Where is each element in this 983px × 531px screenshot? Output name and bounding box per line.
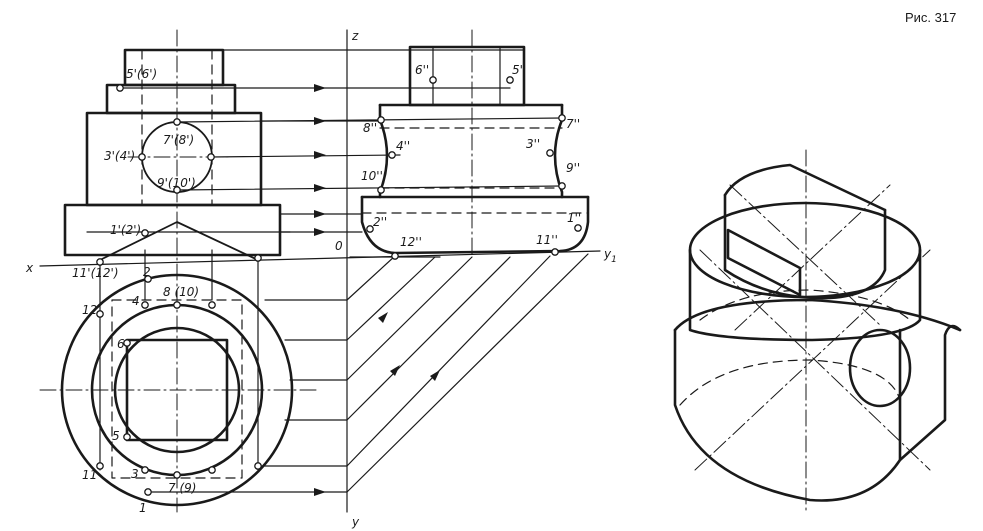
top-hidden-hole <box>111 299 243 479</box>
label-7-9-top: 7 (9) <box>168 481 196 495</box>
arrow-icon <box>314 151 326 159</box>
label-5-6-front: 5'(6') <box>126 67 157 81</box>
label-2-side: 2'' <box>373 215 387 229</box>
iso-diagonal-axis-4 <box>734 184 891 331</box>
label-12-top: 12 <box>82 303 97 317</box>
label-7-side: 7'' <box>566 117 580 131</box>
label-11-12-front: 11'(12') <box>72 266 119 280</box>
arrow-icon <box>378 312 388 323</box>
label-6-side: 6'' <box>415 63 429 77</box>
axis-labels: x y1 z y 0 <box>25 29 617 529</box>
iso-middle-cylinder <box>688 248 922 342</box>
arrow-icon <box>314 210 326 218</box>
front-base-block <box>63 203 282 257</box>
axis-lines <box>39 29 601 513</box>
axis-label-y1: y1 <box>603 247 617 265</box>
arrow-icon <box>430 370 440 381</box>
point-markers <box>96 76 582 496</box>
label-11-side: 11'' <box>536 233 558 247</box>
axis-label-y: y <box>351 515 360 529</box>
arrow-icon <box>314 117 326 125</box>
label-8-side: 8'' <box>363 121 377 135</box>
label-3-side: 3'' <box>526 137 540 151</box>
iso-diagonal-axis-3 <box>729 184 881 326</box>
label-8-10-top: 8 (10) <box>163 285 199 299</box>
x-axis-line <box>39 250 601 267</box>
label-2-top: 2 <box>143 265 151 279</box>
label-3-top: 3 <box>131 467 139 481</box>
iso-diagonal-axis-2 <box>694 249 931 471</box>
top-view-labels: 2 4 8 (10) 12 6 5 11 3 7 (9) 1 <box>82 265 199 515</box>
top-inner-circle <box>113 326 241 454</box>
label-11-top: 11 <box>82 468 97 482</box>
label-1-top: 1 <box>139 501 147 515</box>
label-1-2-front: 1'(2') <box>110 223 141 237</box>
iso-hidden-base <box>679 359 901 406</box>
label-5-top: 5 <box>112 429 120 443</box>
axis-label-z: z <box>351 29 359 43</box>
label-4-top: 4 <box>132 294 140 308</box>
iso-top-block-top-edge <box>723 163 887 212</box>
label-1-side: 1'' <box>567 211 581 225</box>
iso-square-cut <box>726 228 802 297</box>
arrow-icon <box>314 184 326 192</box>
arrow-icon <box>390 365 400 376</box>
label-12-side: 12'' <box>400 235 422 249</box>
label-10-side: 10'' <box>361 169 383 183</box>
iso-diagonal-axis-1 <box>699 249 931 471</box>
origin-label: 0 <box>335 239 343 253</box>
side-view-labels: 6'' 5'' 8'' 7'' 4'' 3'' 10'' 9'' 2'' 1''… <box>361 63 581 249</box>
label-5-side: 5'' <box>512 63 526 77</box>
label-4-side: 4'' <box>396 139 410 153</box>
side-base-outline <box>360 195 590 255</box>
front-upper-collar <box>105 83 237 115</box>
iso-side-hole <box>848 328 912 408</box>
axis-label-x: x <box>25 261 34 275</box>
iso-base-top-edge <box>673 298 962 332</box>
label-9-side: 9'' <box>566 161 580 175</box>
projection-arrows <box>314 84 440 496</box>
label-3-4-front: 3'(4') <box>104 149 135 163</box>
iso-base-cylinder-outline <box>673 328 902 502</box>
projection-lines <box>99 49 589 493</box>
label-6-top: 6 <box>117 337 125 351</box>
front-view-labels: 5'(6') 3'(4') 7'(8') 9'(10') 1'(2') 11'(… <box>72 67 196 280</box>
arrow-icon <box>314 84 326 92</box>
label-7-8-front: 7'(8') <box>163 133 194 147</box>
isometric-view <box>673 149 962 511</box>
label-9-10-front: 9'(10') <box>157 176 196 190</box>
arrow-icon <box>314 488 326 496</box>
arrow-icon <box>314 228 326 236</box>
iso-top-block-outline <box>723 193 887 300</box>
iso-hidden-middle <box>699 289 911 321</box>
figure-caption: Рис. 317 <box>905 10 956 25</box>
iso-base-side-block <box>898 324 962 462</box>
